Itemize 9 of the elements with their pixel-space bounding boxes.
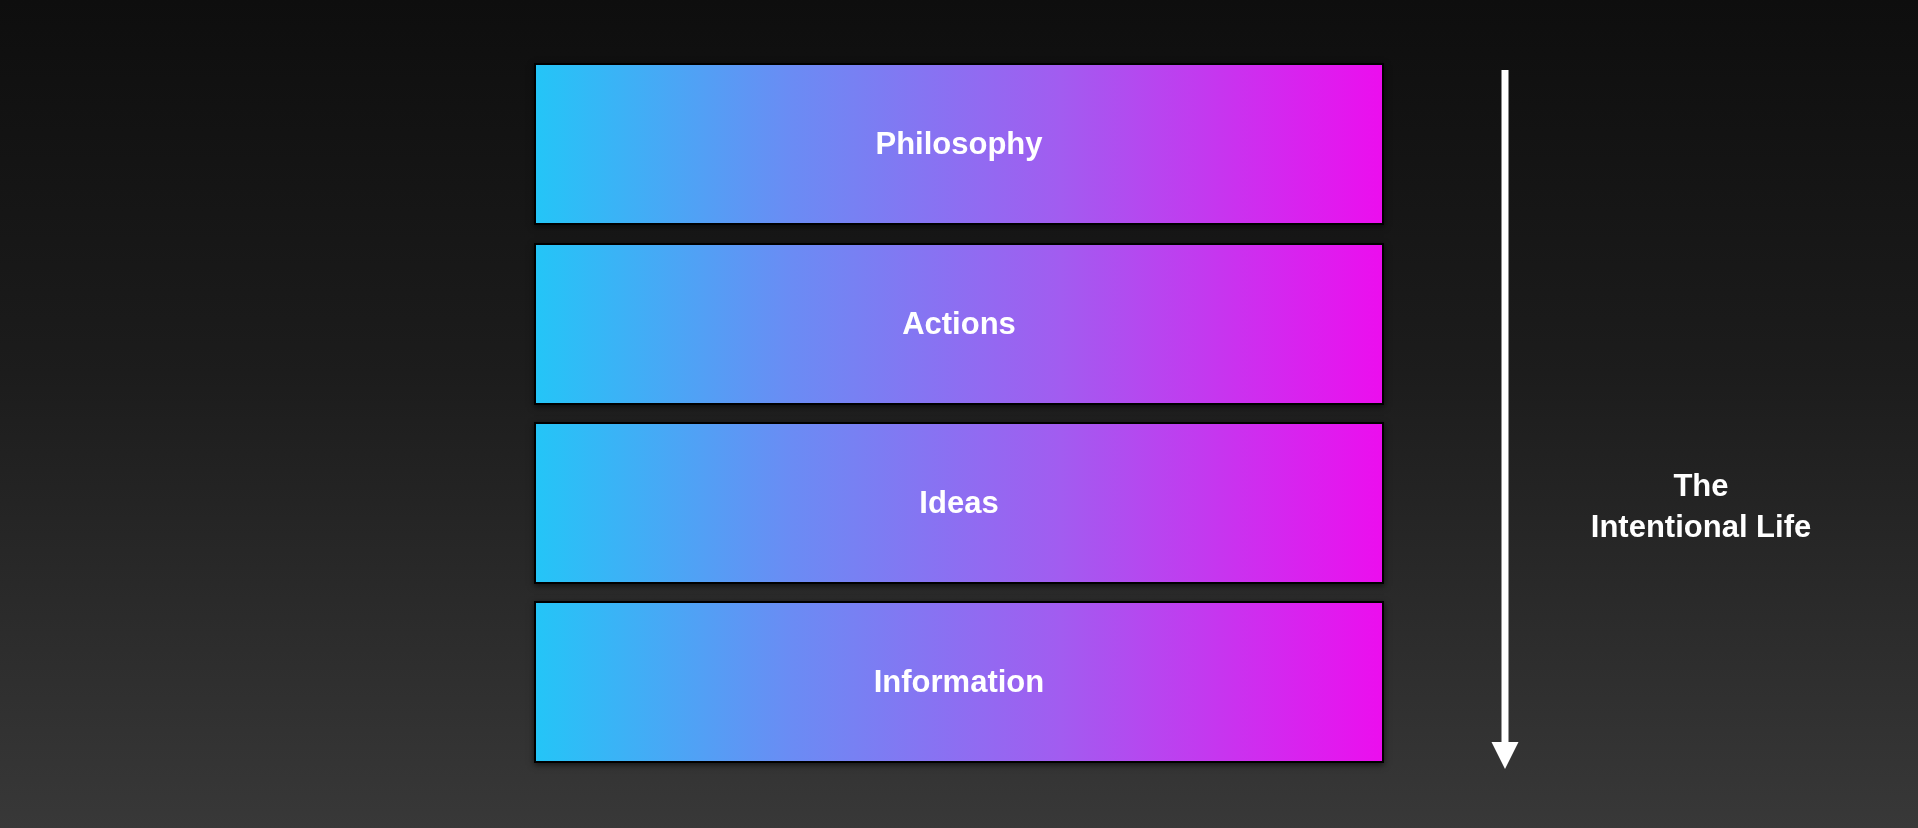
- layer-label: Actions: [902, 305, 1016, 343]
- layer-box: [534, 63, 1384, 225]
- layer-box: [534, 243, 1384, 405]
- layer-label: Ideas: [919, 484, 999, 522]
- layer-label: Information: [873, 663, 1045, 701]
- side-label: The Intentional Life: [1589, 467, 1813, 546]
- layer-box: [534, 422, 1384, 584]
- layer-box: [534, 601, 1384, 763]
- layer-label: Philosophy: [875, 125, 1043, 163]
